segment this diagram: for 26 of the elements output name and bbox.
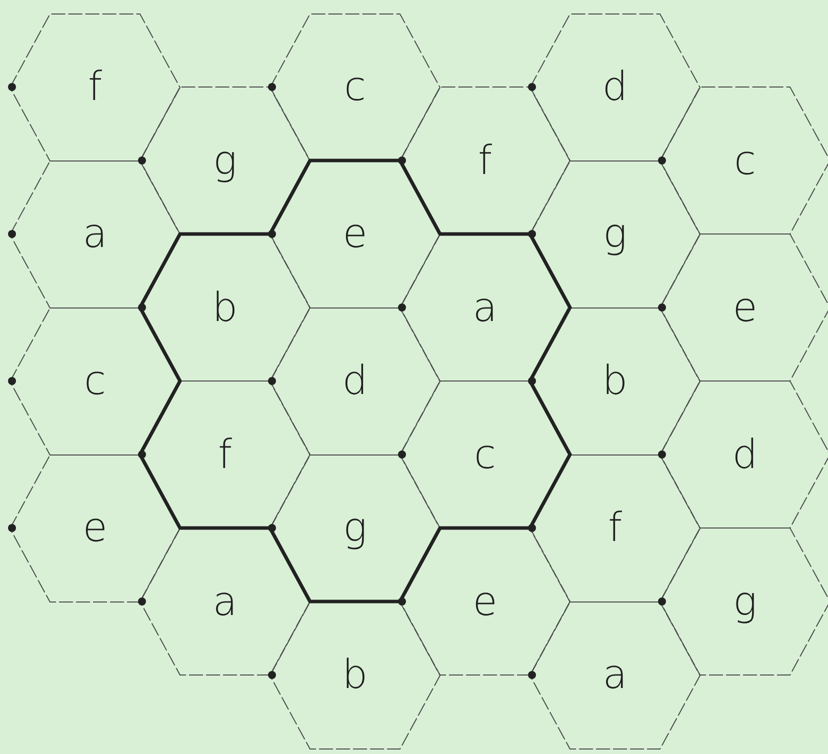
cell-letter: g — [342, 508, 367, 548]
cell-letter: c — [84, 361, 106, 401]
cell-letter: g — [602, 214, 627, 254]
cell-letter: d — [602, 67, 628, 107]
cell-letter: c — [474, 434, 496, 474]
cell-letter: a — [212, 582, 238, 622]
cell-letter: b — [602, 361, 628, 401]
cell-letter: f — [88, 67, 102, 107]
cell-letter: e — [472, 582, 498, 622]
cell-letter: e — [342, 214, 368, 254]
cell-letter: b — [342, 655, 368, 695]
cell-letter: d — [342, 361, 368, 401]
cell-letter: d — [732, 434, 758, 474]
cell-letter: g — [732, 582, 757, 622]
cell-letter: g — [212, 140, 237, 180]
cell-letter: b — [212, 288, 238, 328]
cell-letter: a — [472, 288, 498, 328]
cell-letter: c — [734, 140, 756, 180]
cell-letter: e — [82, 508, 108, 548]
cell-letter: f — [608, 508, 622, 548]
cell-letter: e — [732, 288, 758, 328]
cell-letter: f — [478, 140, 492, 180]
cell-letter: a — [602, 655, 628, 695]
cell-letter: a — [82, 214, 108, 254]
cell-letter: f — [218, 434, 232, 474]
cell-letter: c — [344, 67, 366, 107]
